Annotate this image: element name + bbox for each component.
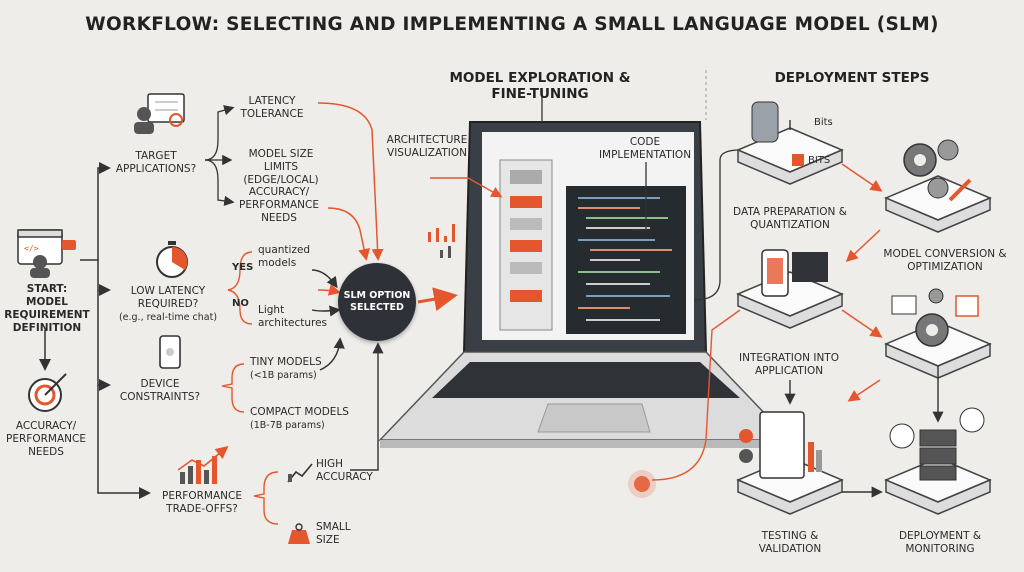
- tiny-models-label: TINY MODELS(<1B params): [250, 356, 350, 382]
- architecture-visualization-label: ARCHITECTURE VISUALIZATION: [386, 134, 468, 159]
- platform-optimization2: [884, 288, 992, 379]
- tradeoff-braces: [253, 471, 279, 525]
- slm-option-node: SLM OPTION SELECTED: [338, 263, 416, 341]
- platform-conversion: [884, 139, 992, 233]
- target-applications-label: TARGET APPLICATIONS?: [115, 150, 197, 175]
- tiny-models-params: (<1B params): [250, 370, 317, 381]
- code-pointer: [632, 162, 647, 231]
- stopwatch-icon: [156, 241, 188, 278]
- status-glow-dot: [634, 476, 650, 492]
- center-header: MODEL EXPLORATION & FINE-TUNING: [449, 70, 631, 102]
- accuracy-performance-label: ACCURACY/ PERFORMANCE NEEDS: [239, 186, 319, 224]
- compact-models-label: COMPACT MODELS(1B-7B params): [250, 406, 360, 432]
- laptop-illustration: [378, 121, 792, 448]
- checklist-person-icon: [134, 93, 185, 134]
- slm-grey-arrows: [311, 269, 384, 471]
- high-accuracy-icon: [287, 463, 313, 483]
- svg-text:</>: </>: [24, 244, 39, 253]
- arch-pointer: [430, 177, 503, 198]
- platform-data-prep: [736, 101, 844, 185]
- deployment-header: DEPLOYMENT STEPS: [774, 70, 930, 86]
- bits-label-lower: BITS: [808, 155, 831, 166]
- weight-icon: [288, 523, 310, 544]
- platform-deployment: [884, 407, 992, 515]
- phone-device-icon: [159, 335, 181, 369]
- accuracy-needs-label: ACCURACY/ PERFORMANCE NEEDS: [6, 420, 86, 458]
- platform-integration: [736, 249, 844, 329]
- no-label: NO: [232, 298, 249, 309]
- bits-label-upper: Bits: [814, 117, 833, 128]
- deploy-flow-grey: [784, 120, 944, 498]
- latency-tolerance-label: LATENCY TOLERANCE: [240, 95, 304, 120]
- question-tree: [80, 162, 151, 499]
- code-implementation-label: CODE IMPLEMENTATION: [598, 136, 692, 161]
- high-accuracy-label: HIGH ACCURACY: [316, 458, 373, 483]
- yes-label: YES: [232, 262, 254, 273]
- model-size-limits-label: MODEL SIZE LIMITS (EDGE/LOCAL): [243, 148, 319, 186]
- low-latency-example: (e.g., real-time chat): [118, 312, 218, 323]
- slm-to-laptop-arrow: [417, 287, 458, 311]
- slm-input-arrows: [317, 102, 384, 296]
- target-icon: [28, 373, 67, 412]
- yes-no-braces: [227, 251, 253, 325]
- integration-label: INTEGRATION INTO APPLICATION: [739, 352, 839, 377]
- laptop-to-deploy-line: [693, 149, 741, 301]
- device-braces: [221, 363, 245, 413]
- compact-models-params: (1B-7B params): [250, 420, 325, 431]
- data-dots: [428, 224, 455, 258]
- start-label: START: MODEL REQUIREMENT DEFINITION: [4, 283, 90, 334]
- small-size-label: SMALL SIZE: [316, 521, 351, 546]
- page-title: WORKFLOW: SELECTING AND IMPLEMENTING A S…: [85, 14, 939, 35]
- light-architectures-label: Light architectures: [258, 304, 328, 329]
- performance-tradeoffs-label: PERFORMANCE TRADE-OFFS?: [162, 490, 242, 515]
- start-browser-icon: </>: [17, 229, 76, 278]
- glow-to-deploy-line: [651, 309, 741, 481]
- low-latency-label: LOW LATENCY REQUIRED?(e.g., real-time ch…: [114, 285, 222, 324]
- tradeoff-chart-icon: [177, 445, 229, 484]
- target-branches: [204, 105, 235, 207]
- deployment-monitoring-label: DEPLOYMENT & MONITORING: [898, 530, 982, 555]
- data-prep-label: DATA PREPARATION & QUANTIZATION: [733, 206, 847, 231]
- model-conversion-label: MODEL CONVERSION & OPTIMIZATION: [883, 248, 1007, 273]
- quantized-models-label: quantized models: [258, 244, 311, 269]
- device-constraints-label: DEVICE CONSTRAINTS?: [119, 378, 201, 403]
- testing-validation-label: TESTING & VALIDATION: [758, 530, 822, 555]
- deploy-flow-arrows: [841, 163, 883, 402]
